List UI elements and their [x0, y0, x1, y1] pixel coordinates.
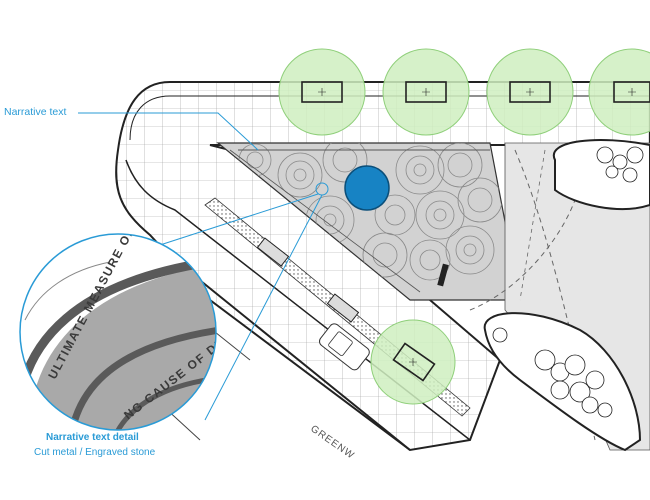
- water-feature: [344, 165, 390, 211]
- planter-bed-lower: [483, 312, 642, 452]
- callout-leaders: [78, 112, 329, 421]
- tree-canopy: [588, 48, 650, 136]
- planter-bed-upper: [552, 139, 650, 211]
- memorial-plaza: [216, 142, 521, 301]
- narrative-leader: [78, 112, 259, 151]
- street-label: GREENW: [308, 423, 356, 461]
- narrative-text-label: Narrative text: [4, 106, 67, 118]
- narrative-text-detail-material: Cut metal / Engraved stone: [34, 447, 156, 458]
- tree-grates: [301, 81, 650, 382]
- narrative-text-detail-title: Narrative text detail: [46, 432, 139, 443]
- parked-car: [319, 323, 370, 371]
